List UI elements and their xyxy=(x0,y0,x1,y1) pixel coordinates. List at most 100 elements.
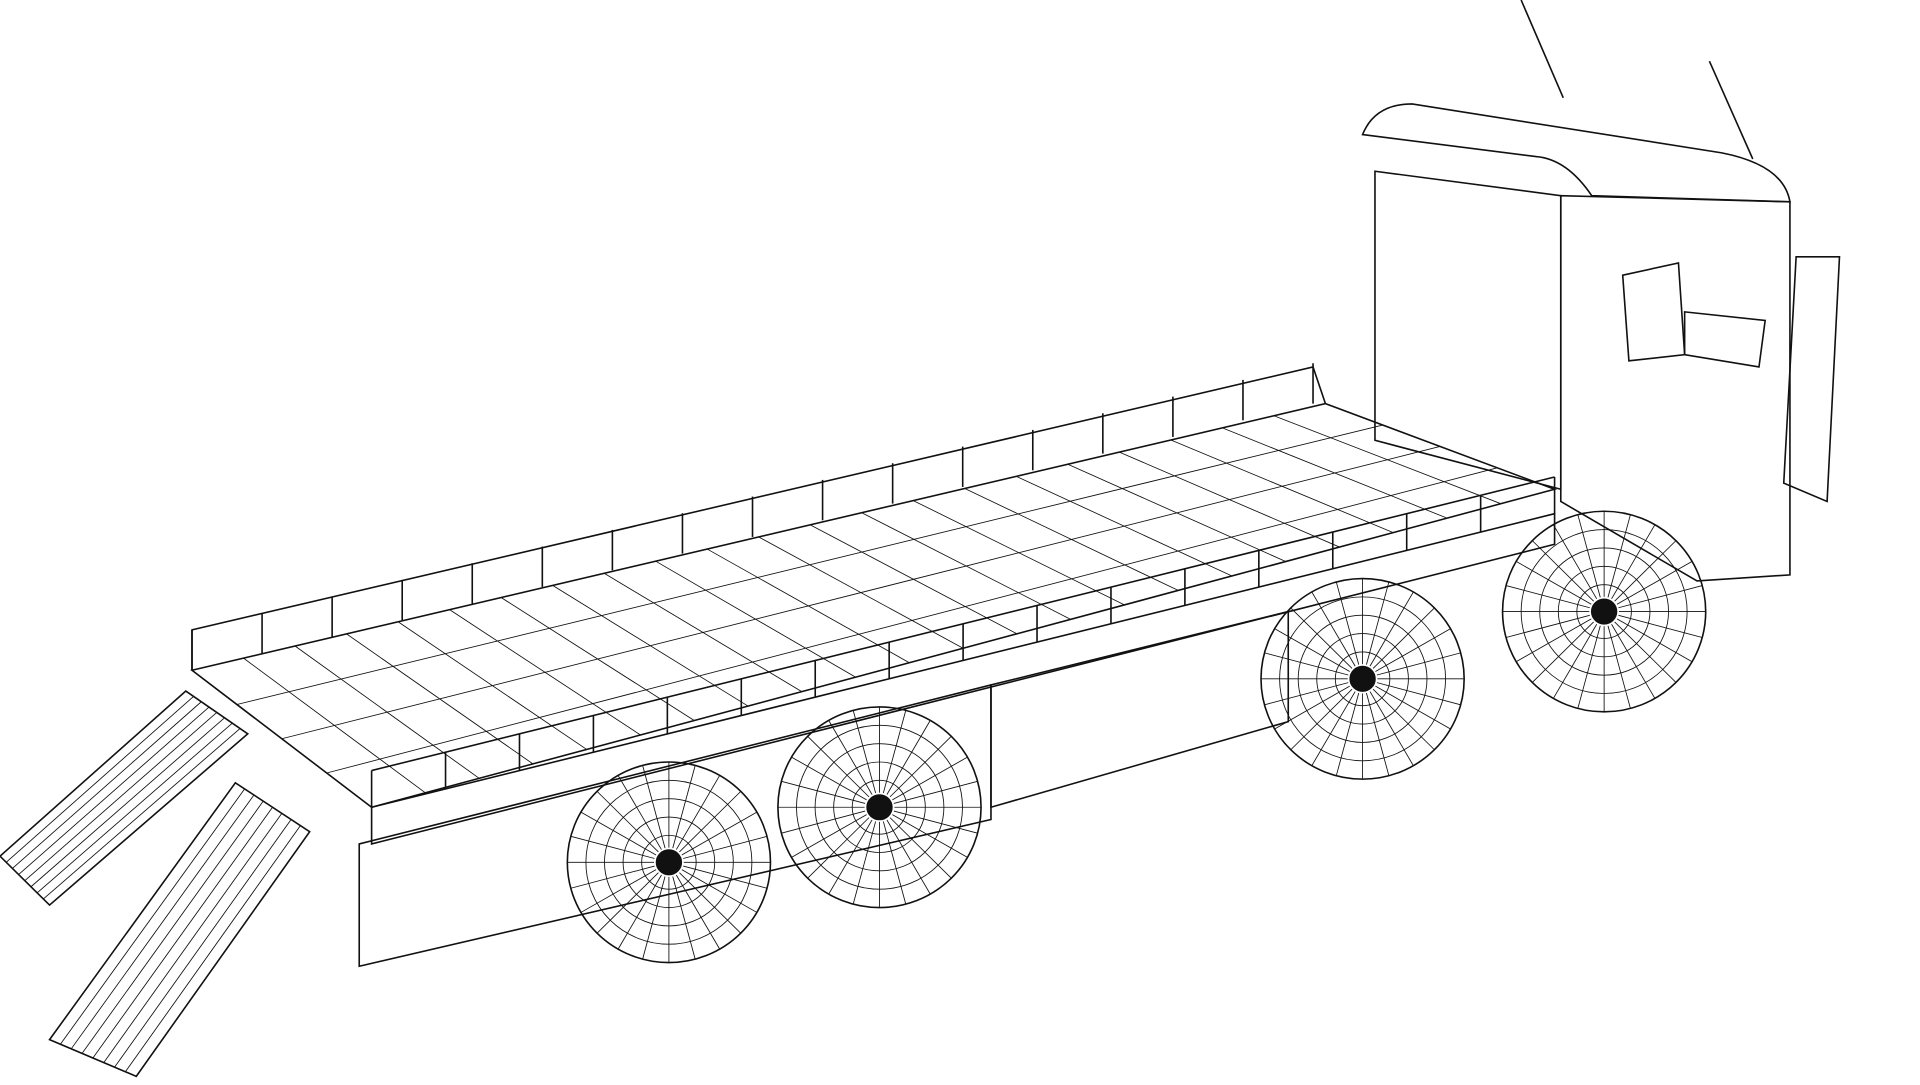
tire-spoke xyxy=(1335,581,1360,665)
ramp-slat xyxy=(24,712,218,881)
deck-stringer xyxy=(326,467,1498,774)
chassis-side xyxy=(358,683,992,968)
tire-spoke xyxy=(807,817,870,879)
tire-spoke xyxy=(1290,607,1353,669)
tire-spoke xyxy=(570,835,655,859)
tire-spoke xyxy=(596,791,659,853)
tire-spoke xyxy=(1311,691,1356,766)
tire-spoke xyxy=(1376,652,1461,676)
tire-spoke xyxy=(1366,692,1390,776)
tire-spoke xyxy=(1311,591,1356,667)
tire-spoke xyxy=(570,865,655,889)
tire-spoke xyxy=(1614,540,1677,602)
ramp-slat xyxy=(30,717,225,888)
wheel-hub xyxy=(1590,598,1618,625)
tire-spoke xyxy=(672,765,696,849)
tire-spoke xyxy=(683,865,768,889)
tire-spoke xyxy=(1531,540,1594,602)
ramp-slat xyxy=(36,722,233,894)
tire-spoke xyxy=(580,869,657,913)
tire-spoke xyxy=(892,756,968,801)
tire-spoke xyxy=(893,780,978,804)
tire-spoke xyxy=(1577,625,1601,709)
tool-box xyxy=(990,610,1290,809)
tire-spoke xyxy=(1264,652,1349,676)
tire-spoke xyxy=(1618,585,1703,609)
tire-spoke xyxy=(886,819,931,895)
deck-top xyxy=(190,402,1558,809)
tire-spoke xyxy=(679,872,742,934)
tire-spoke xyxy=(1616,561,1693,605)
ramp-slat xyxy=(125,825,301,1072)
ramp-slat xyxy=(70,794,255,1050)
tire-spoke xyxy=(889,817,952,879)
tire-spoke xyxy=(892,814,968,858)
tire-spoke xyxy=(681,811,758,856)
deck-stringer xyxy=(236,424,1383,705)
tire-spoke xyxy=(781,810,866,834)
ramp-slat xyxy=(60,788,245,1045)
tire-spoke xyxy=(1366,581,1390,665)
ramp-slat xyxy=(5,696,194,863)
tire-spoke xyxy=(1335,692,1360,776)
ramp xyxy=(0,690,250,907)
tire-spoke xyxy=(1577,514,1601,598)
antenna-right xyxy=(1708,60,1754,160)
tire-spoke xyxy=(679,791,742,853)
deck-stringer xyxy=(281,446,1441,740)
loading-ramps xyxy=(0,690,311,1078)
wheel-hub xyxy=(866,794,893,821)
tire-spoke xyxy=(852,710,877,794)
deck-planks xyxy=(236,415,1501,794)
cab-door xyxy=(1782,256,1841,503)
wheels xyxy=(566,510,1707,964)
tire-spoke xyxy=(781,780,866,804)
tire-spoke xyxy=(807,736,870,798)
tire-spoke xyxy=(1369,691,1414,766)
cab-front xyxy=(1559,194,1791,582)
tire-spoke xyxy=(681,869,758,913)
tire-spoke xyxy=(580,811,657,856)
headboard xyxy=(1374,170,1562,491)
ramp-slat xyxy=(103,813,283,1063)
tire-spoke xyxy=(1369,591,1414,667)
tire-spoke xyxy=(1372,607,1435,669)
tire-spoke xyxy=(1552,524,1598,600)
tire-spoke xyxy=(1274,685,1350,730)
tire-spoke xyxy=(889,736,952,798)
tire-spoke xyxy=(1611,624,1656,699)
tire-spoke xyxy=(617,874,662,950)
tire-spoke xyxy=(642,765,666,849)
ramp-slat xyxy=(18,706,210,875)
tire-spoke xyxy=(1616,618,1693,663)
tire-spoke xyxy=(675,775,721,850)
tire-spoke xyxy=(852,821,877,905)
tire-spoke xyxy=(1264,682,1349,706)
tire-spoke xyxy=(1531,621,1594,683)
ramp-slat xyxy=(114,819,292,1068)
tire-spoke xyxy=(1515,561,1592,605)
tire-spoke xyxy=(1274,628,1350,672)
tire-spoke xyxy=(1611,524,1656,600)
tire-spoke xyxy=(882,710,907,794)
truck-cab xyxy=(1361,0,1841,582)
wheel-hub xyxy=(655,849,683,876)
tire-spoke xyxy=(828,720,873,795)
tire-spoke xyxy=(1372,688,1435,751)
ramp-slat xyxy=(12,701,202,869)
tire-spoke xyxy=(828,819,873,895)
ramp xyxy=(48,781,311,1078)
tire-spoke xyxy=(893,810,978,834)
tire-spoke xyxy=(1375,628,1451,672)
ramp-slat xyxy=(92,807,273,1059)
ramp-slat xyxy=(81,800,264,1054)
tire-spoke xyxy=(791,756,867,801)
tire-spoke xyxy=(1375,685,1451,730)
ramp-slat xyxy=(43,728,241,900)
tire-spoke xyxy=(683,835,768,859)
tire-spoke xyxy=(1552,624,1598,699)
tire-spoke xyxy=(675,874,721,950)
tire-spoke xyxy=(1607,625,1631,709)
front-rail xyxy=(371,476,1555,772)
